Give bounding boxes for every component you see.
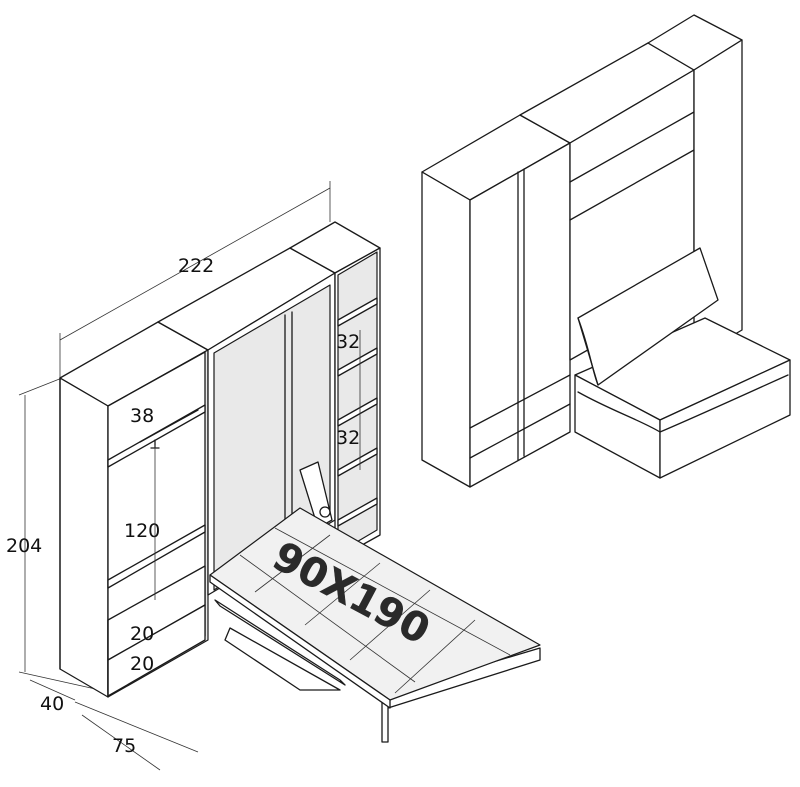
dim-depth-bed: 75	[112, 735, 136, 757]
bed-platform	[209, 507, 541, 743]
dim-depth-cabinet: 40	[40, 693, 64, 715]
dim-shelf-spacing-lower: 32	[336, 427, 360, 449]
open-bed-view: 90X190 222 204 40 75 38 120 20 20 32 32	[6, 181, 541, 771]
dim-height-total: 204	[6, 535, 42, 557]
dim-drawer-lower: 20	[130, 653, 154, 675]
dim-hanging: 120	[124, 520, 160, 542]
closed-sofa-view	[421, 14, 791, 488]
left-wardrobe	[59, 321, 209, 698]
dim-width-total: 222	[178, 255, 214, 277]
dim-drawer-upper: 20	[130, 623, 154, 645]
dim-shelf-top: 38	[130, 405, 154, 427]
shelf-tower	[289, 221, 381, 561]
dim-shelf-spacing-upper: 32	[336, 331, 360, 353]
dimension-lines	[18, 181, 331, 771]
